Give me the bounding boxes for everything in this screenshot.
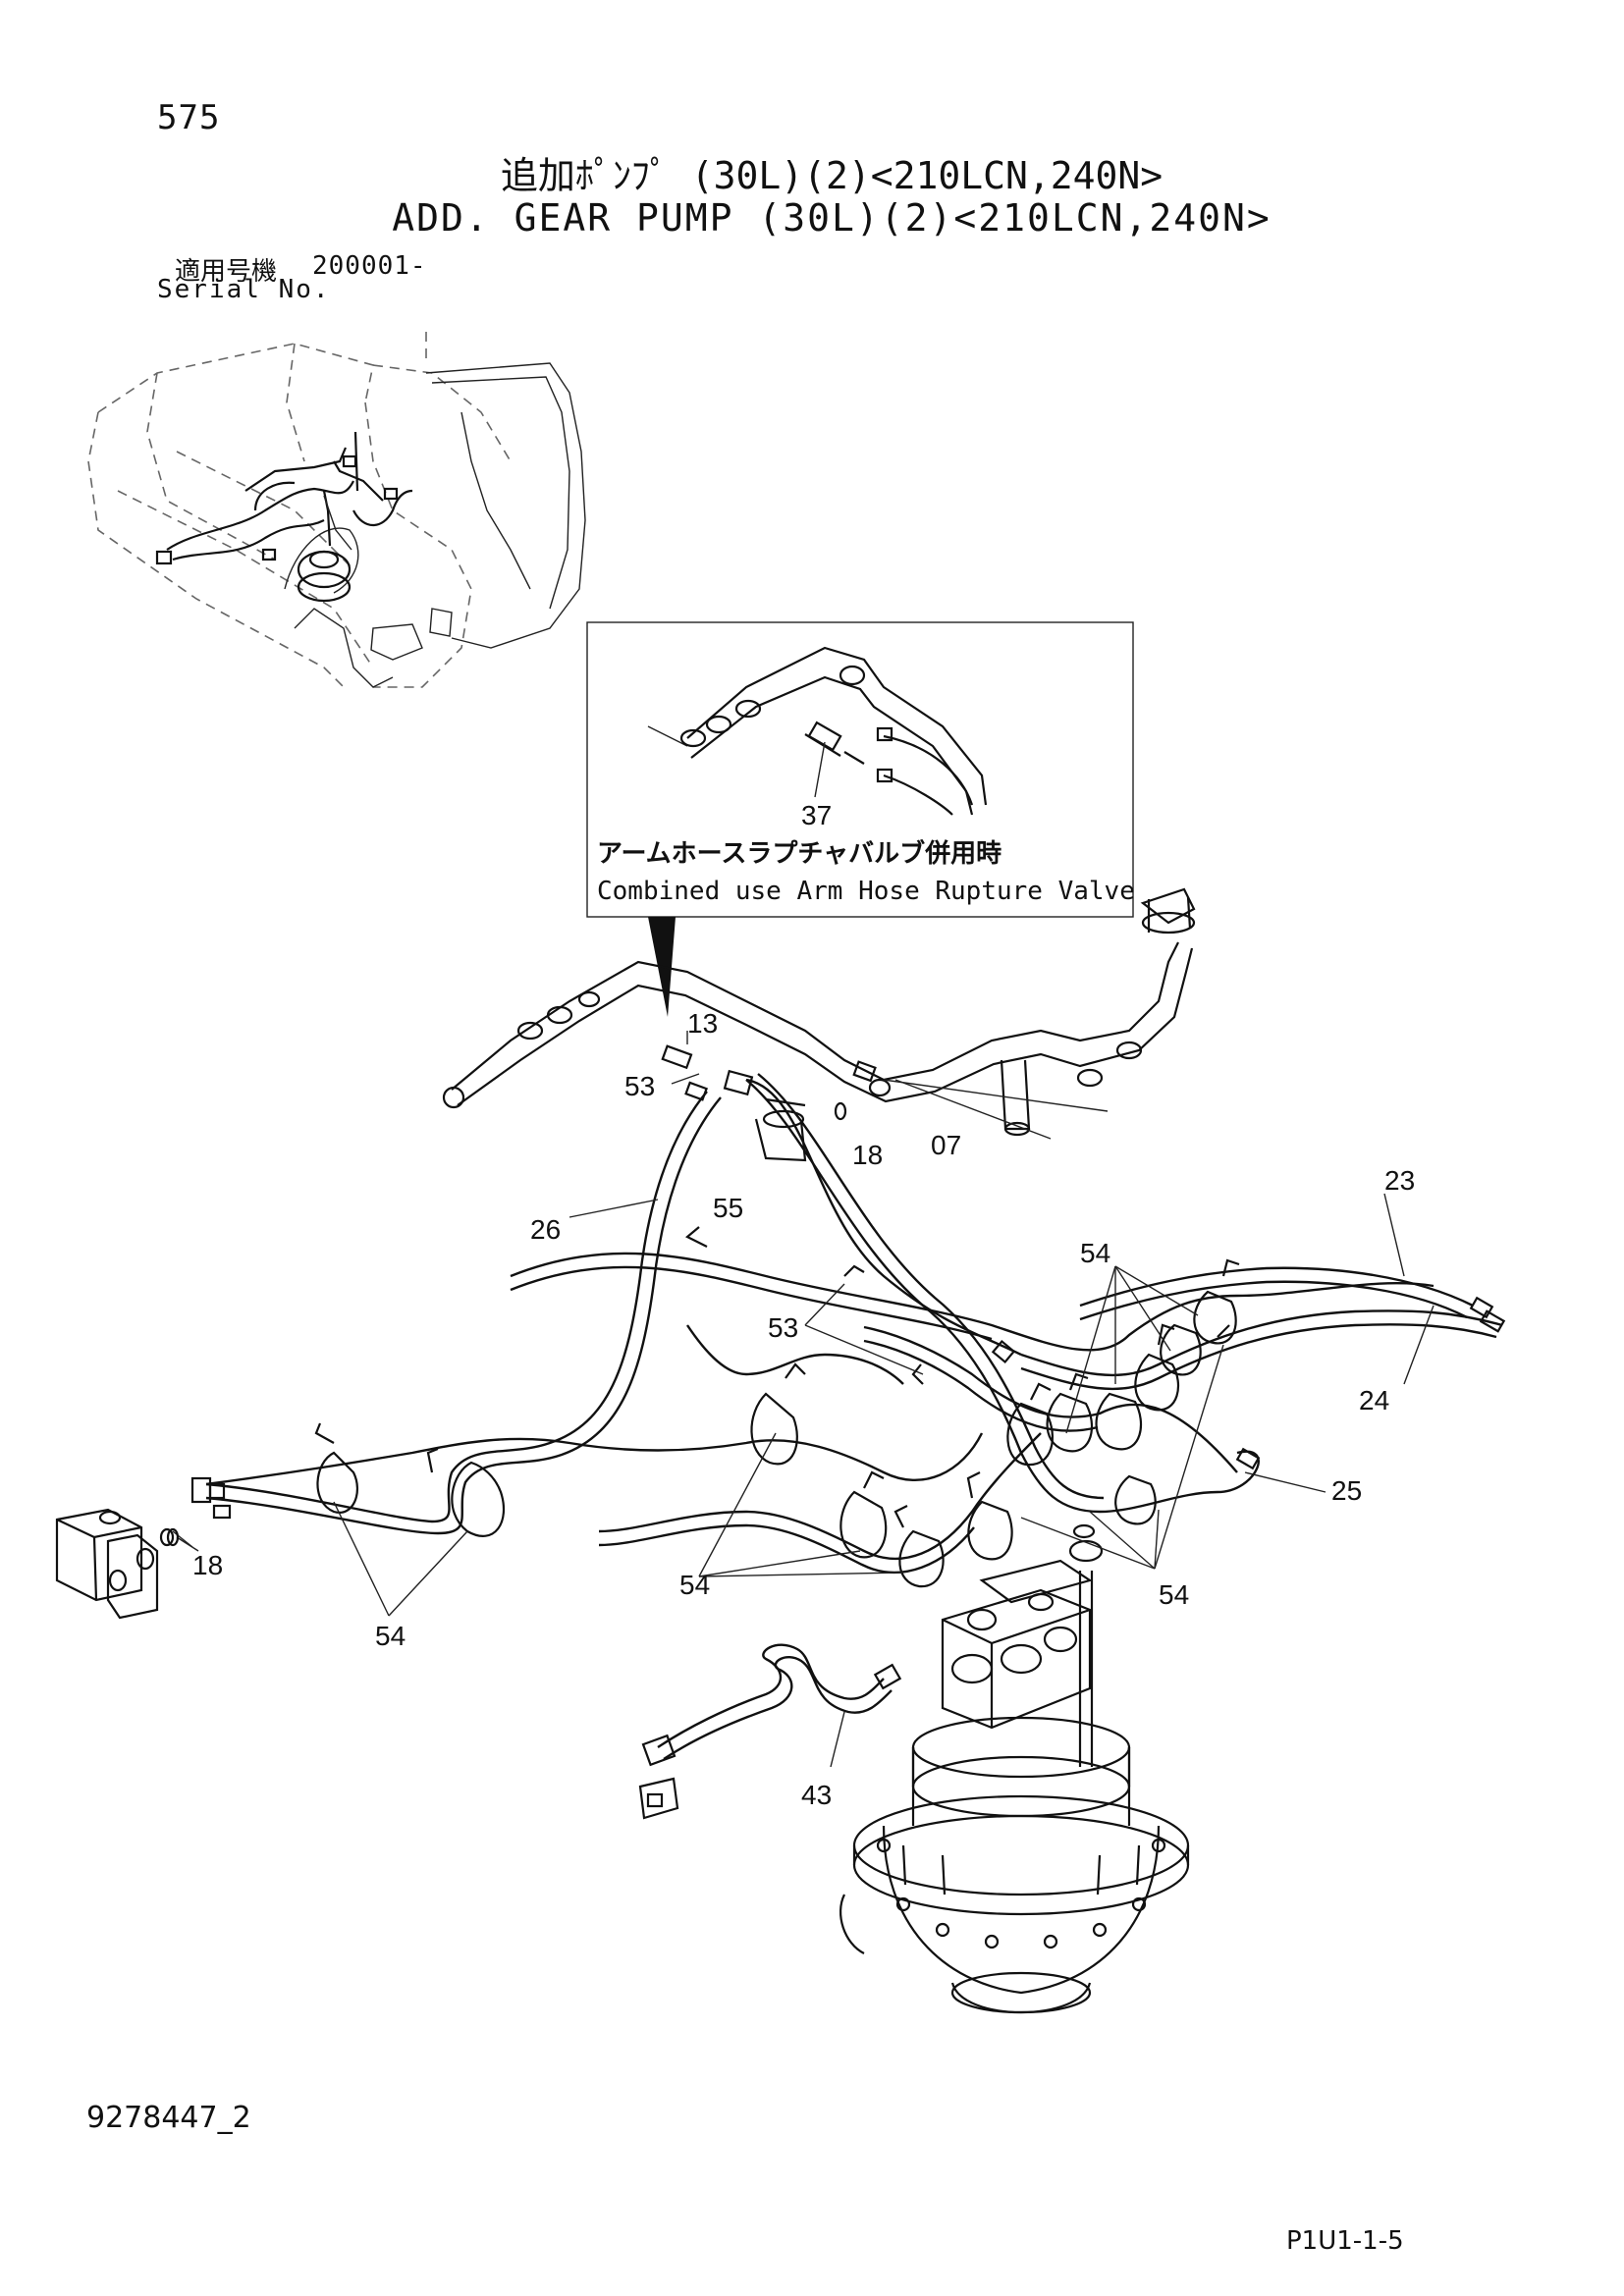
callout-23: 23 [1384, 1165, 1415, 1196]
callout-18-lower: 18 [192, 1550, 223, 1580]
page-reference: P1U1-1-5 [1286, 2226, 1404, 2256]
callout-43: 43 [801, 1780, 832, 1810]
callout-54-right: 54 [1159, 1579, 1189, 1610]
callout-07: 07 [931, 1130, 961, 1160]
callout-54-upper-right: 54 [1080, 1238, 1110, 1268]
callout-labels: 13 53 55 18 07 26 23 54 53 24 25 18 54 5… [192, 1008, 1415, 1810]
inset-note-english: Combined use Arm Hose Rupture Valve [597, 877, 1135, 906]
machine-overview-illustration [87, 332, 586, 688]
serial-label-english: Serial No. [157, 275, 331, 304]
serial-label-japanese: 適用号機 [175, 257, 278, 287]
callout-13: 13 [687, 1008, 718, 1039]
inset-detail: 37 アームホースラプチャバルブ併用時 Combined use Arm Hos… [586, 621, 1135, 918]
callout-24: 24 [1359, 1385, 1389, 1415]
callout-26: 26 [530, 1214, 561, 1245]
callout-53-upper: 53 [624, 1071, 655, 1101]
callout-25: 25 [1331, 1475, 1362, 1506]
hose-end-fittings [190, 1296, 1506, 1520]
callout-53-middle: 53 [768, 1312, 798, 1343]
callout-55: 55 [713, 1193, 743, 1223]
pipe-assembly [442, 887, 1196, 1162]
page-number: 575 [157, 98, 221, 137]
title-japanese: 追加ﾎﾟﾝﾌﾟ (30L)(2)<210LCN,240N> [500, 154, 1164, 197]
control-block [55, 1508, 193, 1620]
title-english: ADD. GEAR PUMP (30L)(2)<210LCN,240N> [392, 196, 1272, 240]
swing-motor [839, 1523, 1190, 2014]
serial-value: 200001- [312, 251, 427, 281]
hose-clamps [314, 1226, 1240, 1588]
inset-note-japanese: アームホースラプチャバルブ併用時 [597, 838, 1001, 869]
callout-54-center: 54 [679, 1570, 710, 1600]
callout-18-upper: 18 [852, 1140, 883, 1170]
hose-43 [638, 1643, 902, 1820]
callout-54-left: 54 [375, 1621, 406, 1651]
document-id: 9278447_2 [86, 2101, 251, 2135]
leader-lines [166, 1031, 1435, 1768]
callout-37: 37 [801, 800, 832, 830]
